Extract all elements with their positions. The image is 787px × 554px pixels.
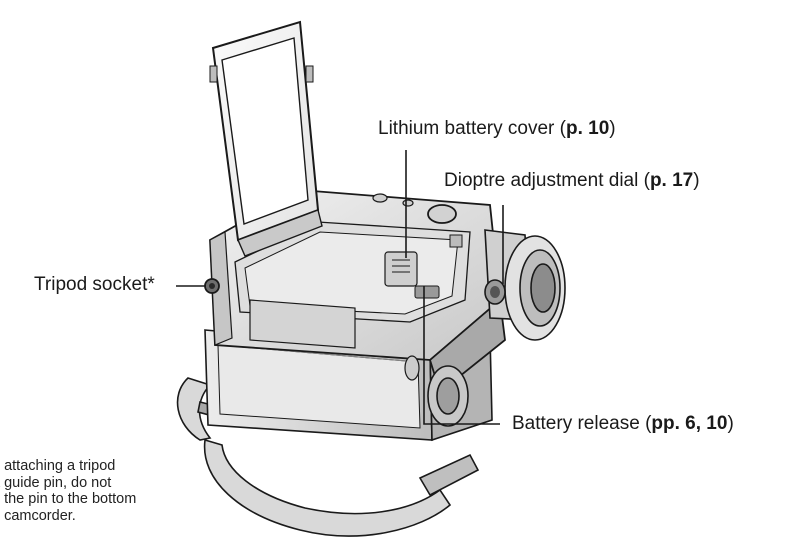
label-tripod-socket: Tripod socket* bbox=[34, 274, 155, 296]
footnote-line: a guide pin, do not bbox=[0, 474, 112, 491]
lithium-page-ref[interactable]: p. 10 bbox=[565, 118, 610, 139]
label-dioptre-adjustment-dial: Dioptre adjustment dial (p. 17) bbox=[444, 170, 700, 192]
dioptre-page-ref[interactable]: p. 17 bbox=[649, 170, 694, 191]
lcd-panel bbox=[209, 20, 323, 257]
dioptre-label-close: ) bbox=[693, 170, 700, 191]
lithium-label-text: Lithium battery cover ( bbox=[378, 118, 566, 139]
tripod-footnote: n attaching a tripod a guide pin, do not… bbox=[0, 458, 232, 524]
release-page-ref[interactable]: pp. 6, 10 bbox=[651, 413, 728, 434]
label-battery-release: Battery release (pp. 6, 10) bbox=[512, 413, 734, 435]
release-label-close: ) bbox=[727, 413, 734, 434]
viewfinder-eyepiece bbox=[484, 229, 566, 341]
footnote-line: n attaching a tripod bbox=[0, 458, 116, 474]
dioptre-label-text: Dioptre adjustment dial ( bbox=[444, 170, 650, 191]
label-lithium-battery-cover: Lithium battery cover (p. 10) bbox=[378, 118, 616, 140]
side-dial bbox=[404, 355, 469, 427]
footnote-line: h the pin to the bottom bbox=[0, 491, 137, 507]
hand-strap bbox=[176, 377, 480, 537]
lithium-label-close: ) bbox=[609, 118, 616, 139]
leader-release bbox=[423, 286, 500, 425]
leader-lines bbox=[176, 150, 504, 425]
footnote-line: e camcorder. bbox=[0, 507, 76, 524]
release-label-text: Battery release ( bbox=[512, 413, 652, 434]
tripod-label-text: Tripod socket* bbox=[34, 274, 155, 295]
